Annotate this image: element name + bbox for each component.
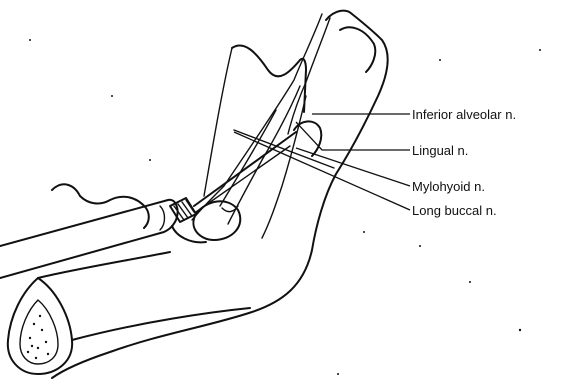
ramus-top-outline	[340, 27, 375, 72]
mandible-lower-border	[38, 252, 170, 278]
mandible-cross-section-outer	[8, 278, 72, 374]
syringe-barrel-edge	[160, 206, 165, 230]
nerve-branch-c	[220, 110, 276, 206]
mandible-cross-section-inner	[20, 300, 58, 364]
soft-tissue-lobe	[52, 184, 149, 228]
label-mylohyoid: Mylohyoid n.	[412, 180, 485, 193]
mandible-outline	[52, 11, 388, 378]
soft-tissue-lobe-lower	[172, 226, 206, 242]
nerve-trunk-left	[192, 14, 322, 220]
nerve-branch-b	[262, 96, 306, 238]
leader-long-buccal	[234, 132, 410, 210]
mandible-lower-border-b	[72, 308, 250, 340]
label-inferior-alveolar: Inferior alveolar n.	[412, 108, 516, 121]
label-lingual: Lingual n.	[412, 144, 468, 157]
molar-tooth	[193, 201, 240, 240]
nerve-trunk-right	[288, 18, 330, 134]
pterygomandibular-line	[204, 48, 232, 196]
syringe-barrel	[0, 200, 178, 278]
cancellous-bone-stipple	[27, 315, 49, 359]
label-long-buccal: Long buccal n.	[412, 204, 497, 217]
